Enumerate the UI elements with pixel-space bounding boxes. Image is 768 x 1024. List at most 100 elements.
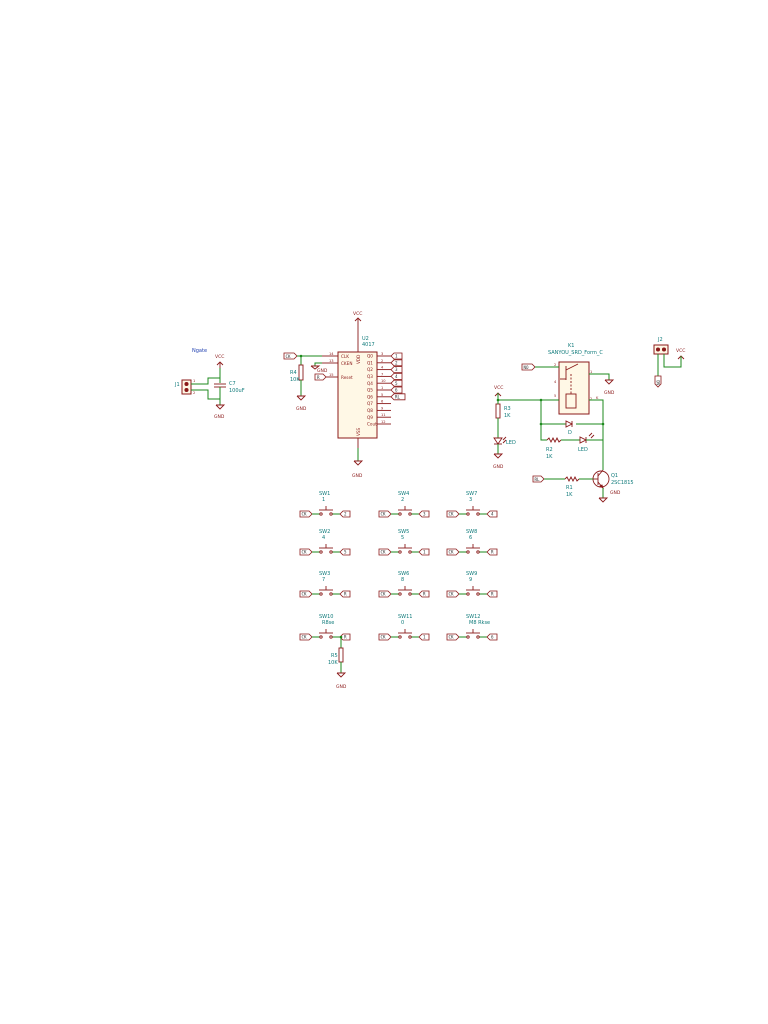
switch-ref: SW11: [398, 614, 412, 620]
switch-ck-flag: CK: [446, 510, 460, 518]
ck-flag-u2: CK: [283, 352, 298, 360]
k1-coil: [565, 393, 577, 409]
u2-output-flag-text: 4: [395, 374, 398, 379]
switch-ck-flag-text: CK: [302, 550, 308, 555]
c7-ref: C7: [229, 381, 236, 387]
u2-value: 4017: [362, 342, 375, 348]
r4-gnd-label: GND: [296, 406, 307, 412]
u2-right-pin-num: 10: [381, 379, 386, 383]
u2-right-pin-name: Q5: [367, 388, 373, 393]
cken-gnd-label: GND: [317, 368, 328, 374]
switch-value: M8 Rkse: [469, 620, 490, 626]
u2-counter: VCC U2 4017 VDD VSS 14 13 15 CLK CKEN Re…: [283, 311, 406, 479]
switch-ck-flag-text: CK: [449, 635, 455, 640]
u2-output-flag-text: 1: [395, 354, 398, 359]
u2-right-pin-name: Q9: [367, 415, 373, 420]
j1-pin2-icon: [184, 387, 189, 393]
u2-output-pin: 6Q7: [367, 400, 391, 406]
switch-out-flag-text: R: [491, 592, 494, 597]
u2-output-flag: 4: [390, 372, 403, 380]
gnd-label: GND: [214, 414, 225, 420]
k1-ref: K1: [568, 343, 574, 349]
switch-ck-flag: CK: [378, 548, 392, 556]
vcc-symbol: VCC: [215, 354, 224, 368]
c7-value: 100uF: [229, 388, 245, 394]
switch-value: 4: [322, 535, 325, 541]
switch-value: 3: [469, 497, 472, 503]
switch-ref: SW2: [319, 529, 330, 535]
u2-output-flag: 6: [390, 386, 403, 394]
u2-right-pin-name: Q8: [367, 408, 373, 413]
k1-gnd-label: GND: [604, 390, 615, 396]
u2-ref: U2: [362, 336, 369, 342]
switch-out-flag-text: 1: [423, 635, 426, 640]
r4-value: 10K: [290, 377, 300, 383]
switch-value: 1: [322, 497, 325, 503]
gnd-symbol: GND: [214, 404, 226, 420]
u2-output-flag-text: 3: [395, 367, 398, 372]
switch-value: 7: [322, 577, 325, 583]
r1-resistor: [564, 475, 580, 483]
switch-out-flag: 1: [418, 633, 430, 641]
led1-ref: LED: [506, 440, 516, 446]
u2-gnd-label: GND: [352, 473, 363, 479]
r2-resistor: [546, 436, 562, 444]
switch-ck-flag: CK: [299, 590, 313, 598]
led2-ref: LED: [578, 447, 588, 453]
u2-right-pin-num: 2: [381, 359, 383, 363]
switch-ck-flag-text: CK: [302, 635, 308, 640]
svg-text:K: K: [596, 396, 599, 400]
d1-diode-icon: [565, 420, 574, 428]
switch-out-flag-text: 1: [423, 550, 426, 555]
switch-out-flag-text: R: [423, 592, 426, 597]
switch-out-flag-text: 5: [344, 550, 347, 555]
switch-ck-flag-text: CK: [381, 592, 387, 597]
switch-value: 9: [469, 577, 472, 583]
u2-pin13-num: 13: [329, 359, 334, 363]
svg-text:1: 1: [590, 370, 592, 374]
q1-ref: Q1: [611, 473, 618, 479]
u2-output-flag: RL: [390, 393, 406, 401]
r-flag-u2-text: R: [317, 375, 320, 380]
switch-ck-flag: CK: [299, 633, 313, 641]
switch-ck-flag: CK: [378, 633, 392, 641]
relay-driver: K1 SANYOU_SRD_Form_C NO 2 1 5 2 K 4 GND …: [493, 343, 634, 503]
q1-gnd-label: GND: [610, 490, 621, 496]
switch-value: 0: [401, 620, 404, 626]
switch-ref: SW9: [466, 571, 477, 577]
j2-no-flag: NO: [654, 375, 662, 388]
u2-output-flag: 5: [390, 379, 403, 387]
switch-value: 8: [401, 577, 404, 583]
j1-pin2-num: 2: [193, 391, 195, 395]
d1-ref: D: [568, 430, 572, 436]
r2-ref: R2: [546, 447, 553, 453]
switch-out-flag: 5: [339, 548, 351, 556]
switch-value: 2: [401, 497, 404, 503]
switch-out-flag: 3: [418, 510, 430, 518]
switch-ref: SW4: [398, 491, 409, 497]
r5-block: R5 10K GND: [328, 635, 347, 690]
switch-ck-flag-text: CK: [449, 512, 455, 517]
k1-value: SANYOU_SRD_Form_C: [548, 350, 603, 356]
r-flag-u2: R: [314, 373, 327, 381]
r3-vcc-label: VCC: [494, 385, 503, 391]
switch-out-flag: R: [486, 548, 498, 556]
svg-text:5: 5: [554, 394, 556, 398]
u2-output-flag: 2: [390, 359, 403, 367]
u2-right-pin-num: 12: [381, 420, 386, 424]
switch-out-flag-text: R: [344, 635, 347, 640]
r3-value: 1K: [504, 413, 511, 419]
